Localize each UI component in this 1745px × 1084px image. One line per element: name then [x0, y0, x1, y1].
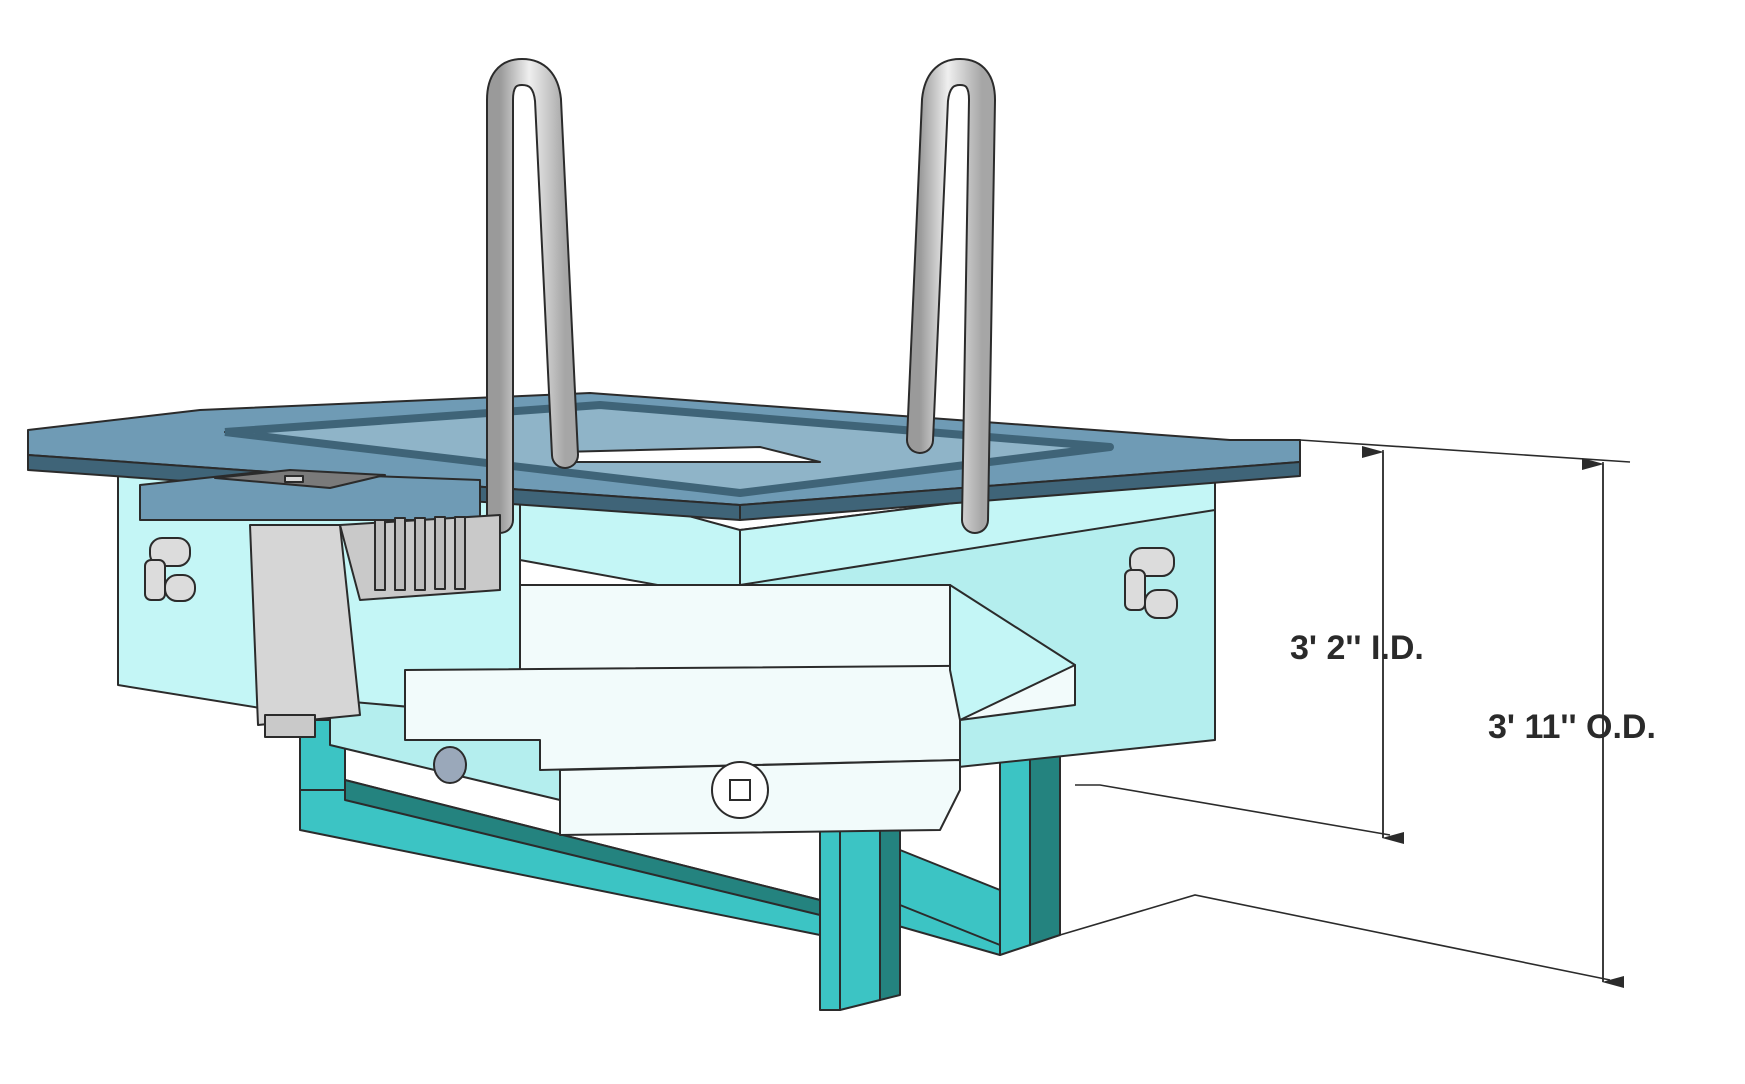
- handrail-left-fill: [488, 60, 577, 532]
- skimmer-lid: [139, 471, 481, 521]
- frame-right-crossbar: [899, 849, 1001, 946]
- skimmer: [139, 469, 501, 738]
- skimmer-cover-slot: [284, 475, 304, 483]
- extension-outer-bottom: [1059, 894, 1611, 981]
- skimmer-pipe: [264, 714, 316, 738]
- inner-dimension-label: 3' 2'' I.D.: [1290, 629, 1424, 667]
- fittings: [144, 537, 1178, 819]
- outer-dimension-label: 3' 11'' O.D.: [1488, 708, 1656, 746]
- step-right-side: [949, 584, 1076, 721]
- rim-inner-band: [224, 401, 1114, 497]
- skimmer-vent-fins: [374, 516, 466, 591]
- rim-right-edge: [739, 461, 1301, 521]
- handrail-right-fill: [908, 60, 994, 532]
- pool-light-lens: [729, 779, 751, 801]
- dimension-lines: [1059, 439, 1631, 988]
- jet-left-icon: [144, 537, 196, 602]
- drain-port-icon: [433, 746, 467, 784]
- handrails: [486, 58, 996, 534]
- extension-top: [1299, 439, 1631, 463]
- jet-right-icon: [1124, 547, 1178, 619]
- extension-inner-bottom: [1075, 784, 1391, 836]
- frame-rear-leg-right: [999, 739, 1031, 956]
- frame-rear-leg-right-side: [1029, 729, 1061, 946]
- skimmer-body: [249, 524, 361, 726]
